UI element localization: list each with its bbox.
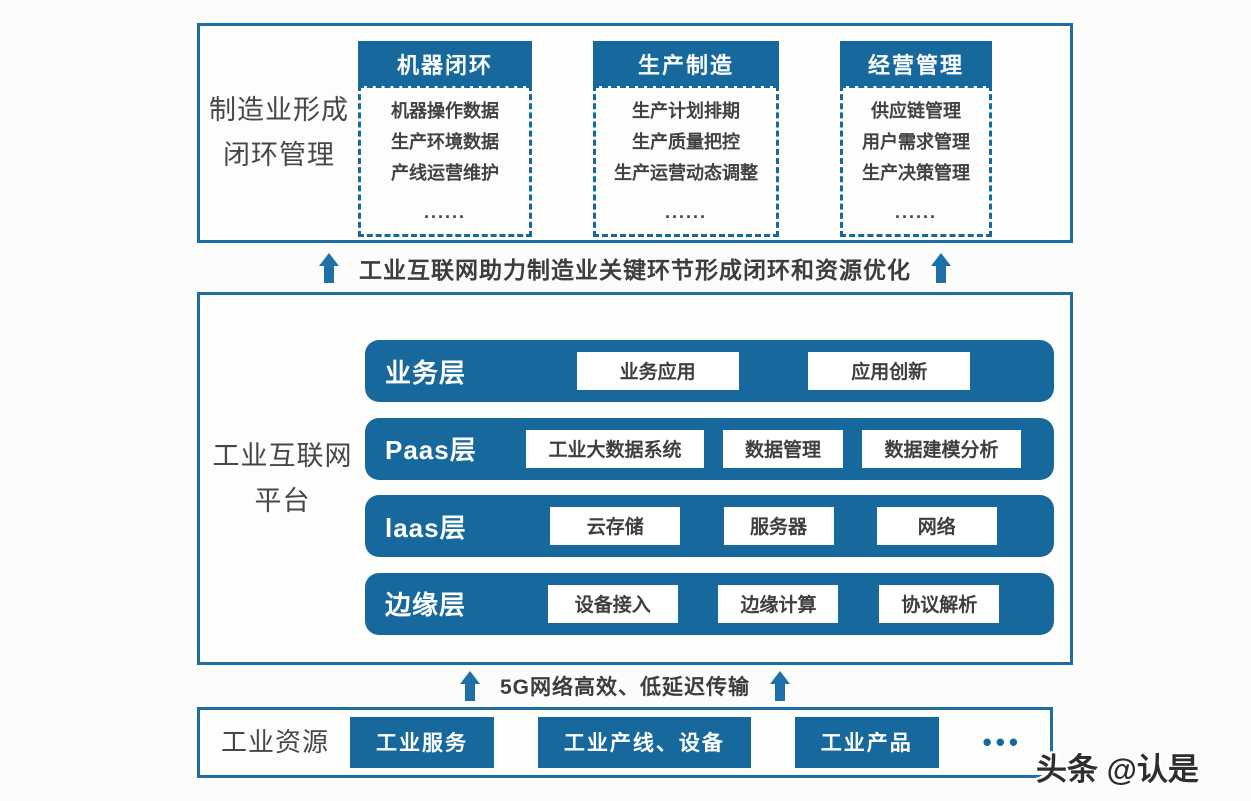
platform-label-line2: 平台 (254, 485, 311, 516)
group-business-management: 经营管理 供应链管理 用户需求管理 生产决策管理 ...... (840, 41, 992, 237)
layer-iaas-name: laas层 (385, 512, 467, 543)
more-ellipsis: ••• (982, 727, 1022, 757)
industrial-internet-platform-section: 工业互联网 平台 业务层 业务应用 应用创新 Paas层 工业大数据系统 数据管… (197, 292, 1073, 665)
industrial-resources-section: 工业资源 工业服务 工业产线、设备 工业产品 ••• (197, 707, 1053, 778)
platform-label-line1: 工业互联网 (212, 440, 353, 471)
layer-business-boxes: 业务应用 应用创新 (507, 352, 1040, 391)
watermark-toutiao: 头条 @认是 (1036, 752, 1199, 787)
component-box: 云存储 (550, 507, 681, 546)
component-box: 协议解析 (879, 584, 1000, 623)
closed-loop-label-line1: 制造业形成 (209, 95, 349, 126)
component-box: 业务应用 (576, 352, 739, 391)
list-item: 产线运营维护 (391, 162, 499, 183)
list-item: 机器操作数据 (391, 101, 499, 121)
optimization-arrow-band: 工业互联网助力制造业关键环节形成闭环和资源优化 (197, 246, 1073, 290)
closed-loop-section-label: 制造业形成 闭环管理 (200, 26, 358, 240)
component-box: 数据管理 (722, 429, 843, 468)
component-box: 工业大数据系统 (526, 429, 704, 468)
closed-loop-groups: 机器闭环 机器操作数据 生产环境数据 产线运营维护 ...... 生产制造 生产… (358, 26, 1070, 240)
layer-edge-name: 边缘层 (385, 590, 467, 621)
component-box: 数据建模分析 (862, 429, 1021, 468)
layer-iaas-boxes: 云存储 服务器 网络 (507, 507, 1040, 546)
group-machine-loop-header: 机器闭环 (358, 41, 532, 86)
group-business-header: 经营管理 (840, 41, 992, 86)
resources-section-label: 工业资源 (200, 721, 350, 764)
group-production-header: 生产制造 (593, 41, 779, 86)
resources-label: 工业资源 (220, 727, 329, 758)
ellipsis-item: ...... (423, 201, 466, 222)
layer-paas-name: Paas层 (385, 435, 477, 466)
resource-boxes: 工业服务 工业产线、设备 工业产品 ••• (350, 717, 1050, 768)
list-item: 生产决策管理 (862, 162, 970, 183)
platform-section-label: 工业互联网 平台 (200, 295, 365, 662)
5g-transmission-text: 5G网络高效、低延迟传输 (499, 676, 750, 699)
component-box: 服务器 (723, 507, 834, 546)
ellipsis-item: ...... (894, 201, 937, 222)
list-item: 生产环境数据 (391, 131, 499, 152)
layer-paas: Paas层 工业大数据系统 数据管理 数据建模分析 (365, 417, 1054, 480)
group-machine-loop: 机器闭环 机器操作数据 生产环境数据 产线运营维护 ...... (358, 41, 532, 237)
group-production-manufacturing: 生产制造 生产计划排期 生产质量把控 生产运营动态调整 ...... (593, 41, 779, 237)
component-box: 设备接入 (547, 584, 678, 623)
ellipsis-item: ...... (664, 201, 707, 222)
optimization-arrow-text: 工业互联网助力制造业关键环节形成闭环和资源优化 (359, 257, 911, 283)
list-item: 生产质量把控 (632, 131, 740, 152)
layer-business: 业务层 业务应用 应用创新 (365, 340, 1054, 403)
layer-edge: 边缘层 设备接入 边缘计算 协议解析 (365, 572, 1054, 635)
platform-layers: 业务层 业务应用 应用创新 Paas层 工业大数据系统 数据管理 数据建模分析 … (365, 295, 1070, 662)
up-arrow-icon (770, 671, 790, 701)
resource-box-industrial-services: 工业服务 (350, 717, 494, 768)
closed-loop-management-section: 制造业形成 闭环管理 机器闭环 机器操作数据 生产环境数据 产线运营维护 ...… (197, 23, 1073, 243)
list-item: 生产计划排期 (632, 101, 740, 121)
list-item: 用户需求管理 (862, 131, 970, 152)
layer-paas-boxes: 工业大数据系统 数据管理 数据建模分析 (507, 429, 1040, 468)
5g-transmission-arrow-band: 5G网络高效、低延迟传输 (197, 666, 1053, 706)
component-box: 网络 (876, 507, 997, 546)
up-arrow-icon (319, 253, 339, 283)
group-business-items: 供应链管理 用户需求管理 生产决策管理 ...... (840, 85, 992, 237)
closed-loop-label-line2: 闭环管理 (223, 140, 335, 170)
resource-box-production-lines-equipment: 工业产线、设备 (537, 717, 751, 768)
up-arrow-icon (459, 671, 480, 701)
resource-box-industrial-products: 工业产品 (794, 717, 939, 768)
group-machine-loop-items: 机器操作数据 生产环境数据 产线运营维护 ...... (358, 85, 532, 237)
layer-iaas: laas层 云存储 服务器 网络 (365, 495, 1054, 558)
layer-edge-boxes: 设备接入 边缘计算 协议解析 (507, 584, 1040, 623)
component-box: 应用创新 (808, 352, 971, 391)
component-box: 边缘计算 (718, 584, 839, 623)
layer-business-name: 业务层 (385, 357, 467, 388)
list-item: 生产运营动态调整 (614, 162, 758, 183)
list-item: 供应链管理 (871, 101, 961, 121)
group-production-items: 生产计划排期 生产质量把控 生产运营动态调整 ...... (593, 85, 779, 237)
up-arrow-icon (931, 253, 951, 283)
